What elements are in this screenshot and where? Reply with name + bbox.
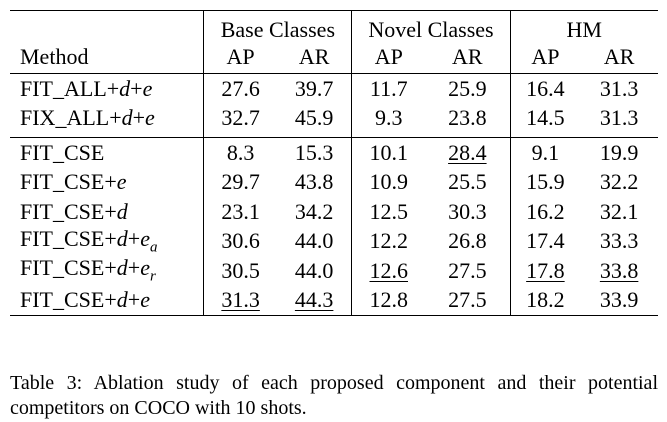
value-cell: 44.0 <box>294 228 334 254</box>
value-cell: 44.0 <box>294 257 334 283</box>
value-cell: 8.3 <box>203 137 277 168</box>
table-row: FIX_ALL+d+e 32.7 45.9 9.3 23.8 14.5 31.3 <box>10 103 658 133</box>
table-caption: Table 3: Ablation study of each proposed… <box>10 372 658 419</box>
method-cell: FIT_CSE+d+e <box>10 285 204 316</box>
value-cell: 16.4 <box>509 73 581 104</box>
header-base-ar: AR <box>298 44 330 69</box>
value-cell: 14.5 <box>509 103 581 133</box>
value-cell: 30.5 <box>203 256 277 286</box>
value-cell: 19.9 <box>580 137 658 168</box>
value-cell: 17.4 <box>509 226 581 256</box>
header-novel-ar: AR <box>452 44 483 69</box>
value-cell: 26.8 <box>448 228 487 254</box>
value-cell-best: 18.2 <box>509 285 581 316</box>
method-cell: FIT_CSE+d+er <box>20 255 156 285</box>
value-cell: 9.1 <box>509 137 581 168</box>
header-base-ap: AP <box>203 41 277 74</box>
value-cell: 16.2 <box>509 197 581 227</box>
value-cell: 9.3 <box>351 103 426 133</box>
value-cell-second: 17.8 <box>509 256 581 286</box>
value-cell: 33.3 <box>599 228 639 254</box>
value-cell-best: 30.3 <box>448 198 487 224</box>
value-cell: 10.1 <box>351 137 426 168</box>
column-group-header-row: Base Classes Novel Classes HM <box>10 10 658 41</box>
value-cell: 31.3 <box>599 105 639 131</box>
value-cell: 27.5 <box>425 285 511 316</box>
value-cell: 29.7 <box>203 167 277 197</box>
value-cell-second: 44.3 <box>276 285 352 316</box>
method-column-header: Method <box>20 44 89 69</box>
value-cell-second: 33.8 <box>599 257 639 283</box>
value-cell-second: 12.6 <box>351 256 426 286</box>
column-group-novel-classes: Novel Classes <box>351 10 511 41</box>
value-cell: 34.2 <box>294 198 334 224</box>
value-cell-best: 32.7 <box>203 103 277 133</box>
table-row: FIT_CSE+d+e 31.3 44.3 12.8 27.5 18.2 33.… <box>10 285 658 316</box>
table-row: FIT_CSE+e 29.7 43.8 10.9 25.5 15.9 32.2 <box>10 167 658 197</box>
table-row: FIT_CSE 8.3 15.3 10.1 28.4 9.1 19.9 <box>10 137 658 168</box>
value-cell: 23.1 <box>203 197 277 227</box>
table-row: FIT_CSE+d+er 30.5 44.0 12.6 27.5 17.8 33… <box>10 256 658 286</box>
value-cell: 43.8 <box>294 169 334 195</box>
value-cell: 12.2 <box>351 226 426 256</box>
value-cell: 32.1 <box>599 198 639 224</box>
table-row: FIT_CSE+d 23.1 34.2 12.5 30.3 16.2 32.1 <box>10 197 658 227</box>
value-cell: 25.5 <box>448 169 487 195</box>
header-hm-ar: AR <box>603 44 635 69</box>
metric-header-row: Method AP AR AP AR AP AR <box>10 41 658 74</box>
method-cell: FIT_CSE+d <box>20 198 128 224</box>
table-row: FIT_ALL+d+e 27.6 39.7 11.7 25.9 16.4 31.… <box>10 73 658 104</box>
header-hm-ap: AP <box>509 41 581 74</box>
value-cell-best: 45.9 <box>294 105 334 131</box>
column-group-base-classes: Base Classes <box>203 10 352 41</box>
value-cell-second: 28.4 <box>425 137 511 168</box>
value-cell-best: 12.8 <box>351 285 426 316</box>
method-cell: FIT_CSE <box>10 137 204 168</box>
ablation-table: Base Classes Novel Classes HM Method AP … <box>10 10 658 316</box>
value-cell: 15.9 <box>509 167 581 197</box>
header-novel-ap: AP <box>351 41 426 74</box>
value-cell: 27.5 <box>448 257 487 283</box>
method-cell: FIX_ALL+d+e <box>20 105 155 131</box>
value-cell: 15.3 <box>276 137 352 168</box>
value-cell: 23.8 <box>448 105 487 131</box>
value-cell: 10.9 <box>351 167 426 197</box>
value-cell-second: 31.3 <box>203 285 277 316</box>
value-cell: 12.5 <box>351 197 426 227</box>
value-cell: 25.9 <box>425 73 511 104</box>
method-cell: FIT_CSE+d+ea <box>20 225 158 255</box>
value-cell: 31.3 <box>580 73 658 104</box>
method-cell: FIT_CSE+e <box>20 169 127 195</box>
method-cell: FIT_ALL+d+e <box>10 73 204 104</box>
value-cell: 32.2 <box>599 169 639 195</box>
table-row: FIT_CSE+d+ea 30.6 44.0 12.2 26.8 17.4 33… <box>10 225 658 256</box>
column-group-hm: HM <box>509 10 658 41</box>
value-cell: 11.7 <box>351 73 426 104</box>
value-cell: 30.6 <box>203 226 277 256</box>
value-cell: 27.6 <box>203 73 277 104</box>
value-cell: 39.7 <box>276 73 352 104</box>
value-cell-best: 33.9 <box>580 285 658 316</box>
